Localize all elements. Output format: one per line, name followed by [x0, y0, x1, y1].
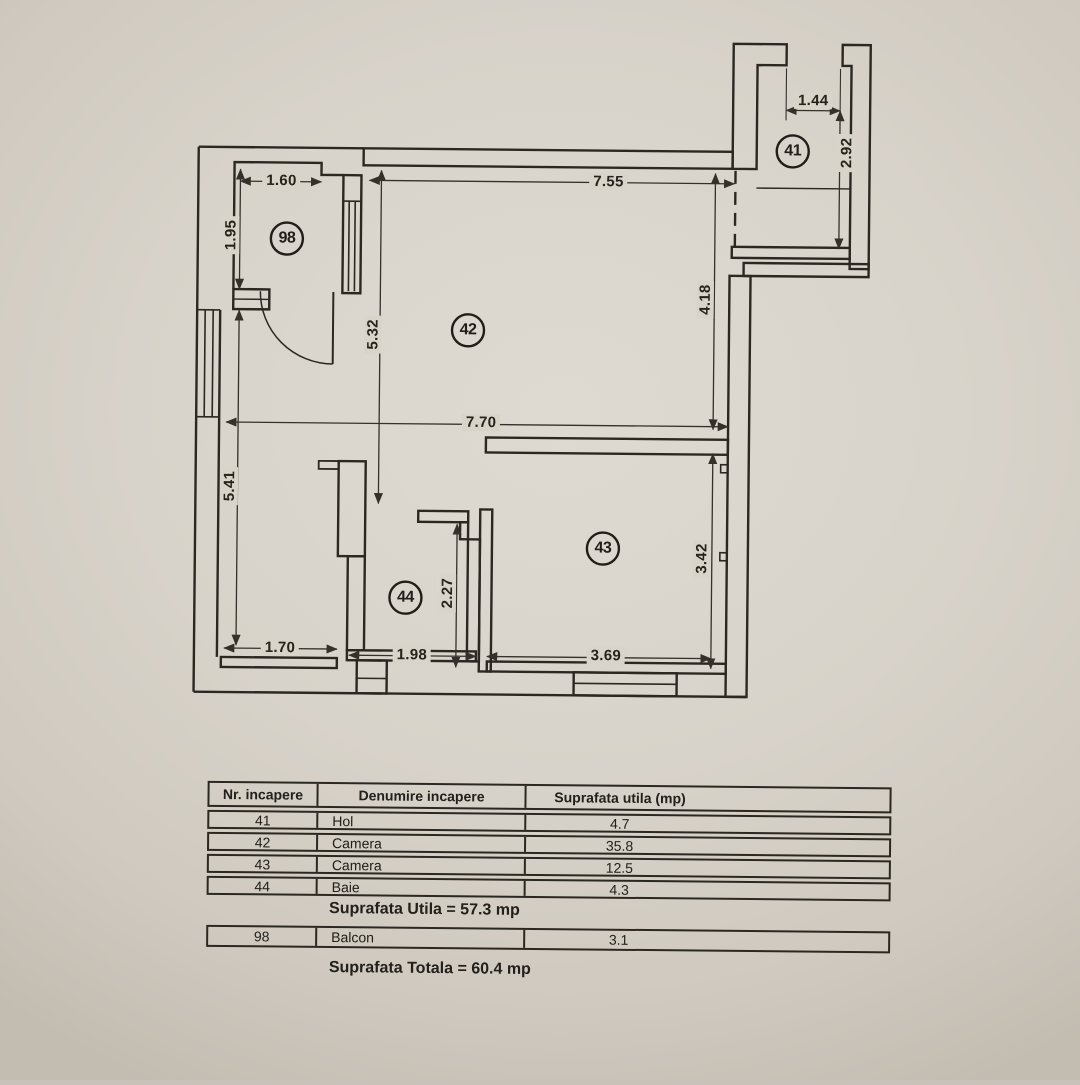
hall-bottom-wall: [732, 247, 850, 259]
dim-label-7.55: 7.55: [589, 173, 628, 190]
dim-2.92: [839, 111, 840, 249]
dim-label-4.18: 4.18: [697, 280, 714, 319]
cell-nr: 44: [209, 878, 316, 894]
room44-right-wall: [467, 539, 480, 661]
dim-label-5.41: 5.41: [221, 467, 238, 506]
dim-label-2.92: 2.92: [838, 134, 855, 173]
cell-name: Balcon: [315, 928, 525, 948]
hall-stub-wall: [319, 461, 339, 469]
top-wall: [364, 148, 733, 169]
dim-label-5.32: 5.32: [364, 315, 381, 354]
left-window-glazing: [204, 310, 205, 417]
cell-name: Camera: [316, 835, 526, 852]
right-wall: [726, 276, 751, 697]
dim-1.44: [786, 110, 840, 111]
room-label-42: 42: [460, 322, 477, 338]
cell-area: 12.5: [526, 859, 889, 877]
left-window-glazing: [212, 310, 213, 417]
room43-left-wall: [479, 509, 493, 671]
total-text: Suprafata Totala = 60.4 mp: [329, 959, 531, 979]
cell-area: 4.3: [526, 881, 889, 899]
cell-area: 4.7: [526, 815, 889, 833]
header-nr-incapere: Nr. incapere: [209, 783, 316, 806]
balcony-window-wall: [342, 175, 361, 293]
dim-label-1.70: 1.70: [261, 639, 300, 656]
cell-nr: 41: [209, 812, 316, 828]
dim-label-7.70: 7.70: [462, 414, 501, 431]
balcony-window-glazing: [354, 201, 355, 291]
left-wall-outer: [194, 147, 199, 692]
room-label-44: 44: [397, 590, 414, 606]
hall-floor-step-line: [756, 188, 850, 189]
cell-nr: 42: [209, 834, 316, 850]
dim-label-1.95: 1.95: [222, 216, 239, 255]
cell-nr: 98: [208, 927, 315, 946]
dim-label-3.42: 3.42: [693, 539, 710, 578]
cell-nr: 43: [209, 856, 316, 872]
dim-label-2.27: 2.27: [439, 574, 456, 613]
room44-left-wall: [347, 556, 365, 650]
dim-label-1.98: 1.98: [393, 646, 432, 663]
dim-label-1.44: 1.44: [794, 92, 833, 109]
cell-name: Camera: [316, 857, 526, 874]
door-swing-arc: [260, 291, 334, 364]
balcony-window-glazing: [348, 201, 349, 291]
room-label-43: 43: [594, 541, 611, 557]
dim-2.27: [456, 524, 457, 667]
room44-top-wall: [418, 511, 468, 522]
parapet-top-line: [199, 147, 364, 149]
dim-label-3.69: 3.69: [587, 647, 626, 664]
room43-window-line: [574, 683, 677, 684]
cell-area: 35.8: [526, 837, 889, 855]
dim-7.55: [369, 180, 734, 184]
room44-left-pillar: [338, 461, 366, 556]
hall-left-wall: [733, 44, 787, 170]
cell-name: Baie: [316, 879, 526, 896]
dim-1.95: [239, 169, 240, 289]
opening-dashed-line: [735, 171, 736, 247]
header-suprafata: Suprafata utila (mp): [526, 786, 889, 811]
wall-42-43: [486, 437, 728, 454]
left-wall-inner: [217, 310, 220, 657]
room-label-41: 41: [784, 143, 801, 159]
cell-area: 3.1: [525, 930, 888, 951]
subtotal-text: Suprafata Utila = 57.3 mp: [329, 900, 520, 920]
alcove-bottom-wall: [221, 657, 337, 668]
cell-name: Hol: [316, 813, 526, 830]
dim-label-1.60: 1.60: [262, 172, 301, 189]
room-label-98: 98: [278, 230, 295, 246]
door-leaf: [333, 292, 334, 364]
dim-3.42: [711, 454, 713, 669]
header-denumire: Denumire incapere: [316, 784, 526, 808]
walls-layer: [194, 39, 871, 698]
room44-step: [460, 522, 468, 539]
bottom-vent-box: [357, 660, 387, 693]
